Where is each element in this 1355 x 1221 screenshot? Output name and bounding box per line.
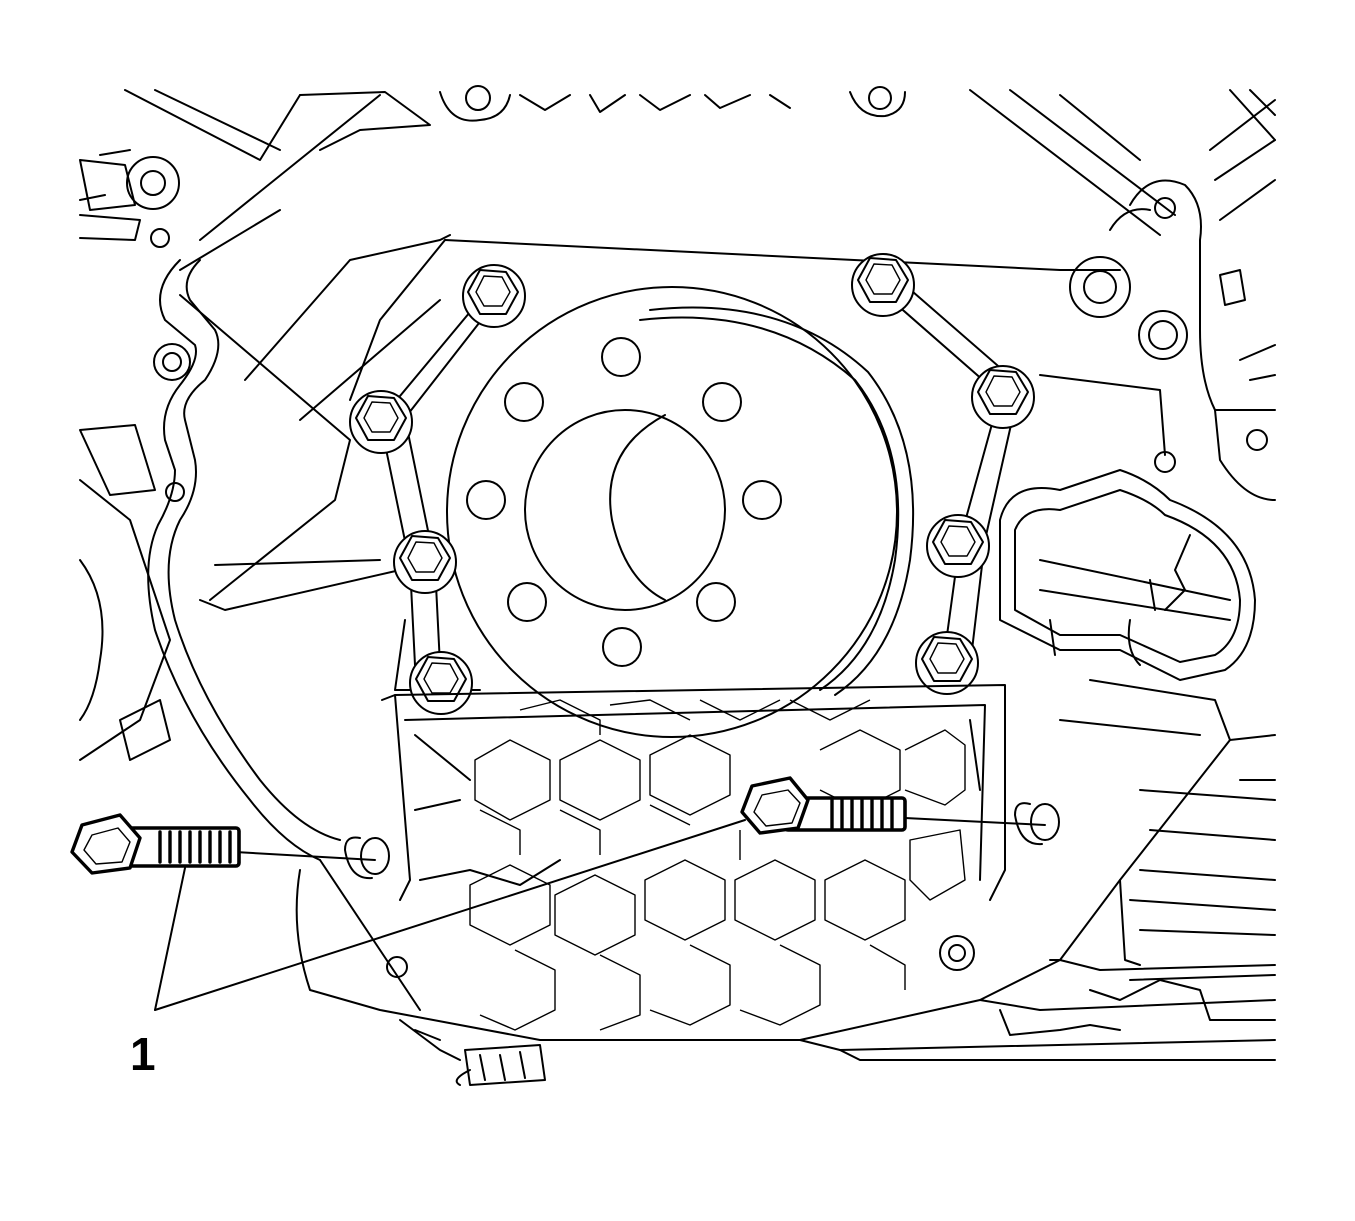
callout-1-group: 1 [70, 776, 1060, 1080]
bolt-centerline [904, 817, 1046, 826]
bolt-hole [1030, 803, 1060, 841]
bolt-hole [360, 837, 390, 875]
hex-bolt-head [971, 365, 1035, 429]
bolt-left [70, 813, 241, 875]
callout-leader-line [154, 867, 186, 1011]
crankshaft-flange [446, 286, 915, 738]
bolt-right [740, 776, 907, 835]
callout-leader-line [154, 819, 746, 1011]
hex-bolt-head [915, 631, 979, 695]
hex-bolt-head [409, 651, 473, 715]
bolt-centerline [234, 851, 376, 861]
hex-bolt-head [926, 514, 990, 578]
hex-bolt-head [349, 390, 413, 454]
hex-bolt-head [851, 253, 915, 317]
honeycomb-panel [381, 684, 1006, 1031]
cover-perimeter-bolts [349, 253, 1035, 715]
hex-bolt-head [393, 530, 457, 594]
engine-block-outline [79, 85, 1276, 1086]
callout-label-1: 1 [130, 1028, 156, 1080]
hex-bolt-head [462, 264, 526, 328]
